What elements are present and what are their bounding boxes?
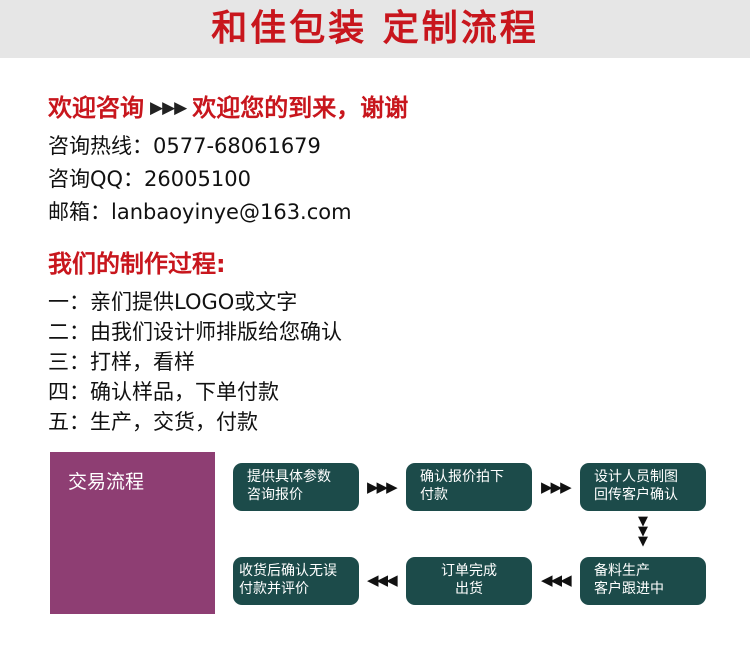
flow-box-shipping: 订单完成 出货: [406, 557, 532, 605]
arrow-down-icon: ▼▼▼: [638, 514, 648, 549]
arrow-left-icon: ◀◀◀: [541, 571, 572, 589]
flow-box-line: 咨询报价: [247, 487, 303, 503]
flow-box-line: 确认报价拍下: [420, 469, 504, 485]
flow-box-quote: 提供具体参数 咨询报价: [233, 463, 359, 511]
flow-box-line: 回传客户确认: [594, 487, 678, 503]
arrow-right-icon: ▶▶▶: [150, 98, 187, 118]
flow-box-review: 收货后确认无误 付款并评价: [233, 557, 359, 605]
welcome-line: 欢迎咨询 ▶▶▶欢迎您的到来，谢谢: [48, 88, 408, 123]
flow-box-production: 备料生产 客户跟进中: [580, 557, 706, 605]
flow-box-line: 提供具体参数: [247, 469, 331, 485]
flow-box-line: 出货: [455, 581, 483, 597]
header-bar: [0, 0, 750, 58]
contact-hotline: 咨询热线：0577-68061679: [48, 134, 321, 158]
contact-email: 邮箱：lanbaoyinye@163.com: [48, 200, 352, 224]
flow-box-line: 收货后确认无误: [239, 563, 337, 579]
flow-box-line: 付款并评价: [239, 581, 309, 597]
process-step: 三：打样，看样: [48, 350, 195, 374]
arrow-left-icon: ◀◀◀: [367, 571, 398, 589]
flow-box-line: 备料生产: [594, 563, 650, 579]
arrow-right-icon: ▶▶▶: [541, 478, 572, 496]
flow-box-line: 设计人员制图: [594, 469, 678, 485]
page-title: 和佳包装 定制流程: [211, 8, 539, 49]
welcome-left-text: 欢迎咨询: [48, 94, 144, 122]
process-title: 我们的制作过程:: [48, 250, 226, 278]
process-step: 一：亲们提供LOGO或文字: [48, 290, 298, 314]
trade-label: 交易流程: [68, 471, 145, 493]
contact-qq: 咨询QQ：26005100: [48, 167, 251, 191]
trade-panel: [50, 452, 215, 614]
process-step: 二：由我们设计师排版给您确认: [48, 320, 342, 344]
process-step: 五：生产，交货，付款: [48, 410, 258, 434]
flow-box-line: 订单完成: [441, 563, 497, 579]
flow-box-line: 客户跟进中: [594, 581, 664, 597]
flow-box-design: 设计人员制图 回传客户确认: [580, 463, 706, 511]
arrow-right-icon: ▶▶▶: [367, 478, 398, 496]
flow-box-line: 付款: [420, 487, 448, 503]
welcome-right-text: 欢迎您的到来，谢谢: [192, 94, 409, 122]
process-step: 四：确认样品，下单付款: [48, 380, 279, 404]
flow-box-pay: 确认报价拍下 付款: [406, 463, 532, 511]
